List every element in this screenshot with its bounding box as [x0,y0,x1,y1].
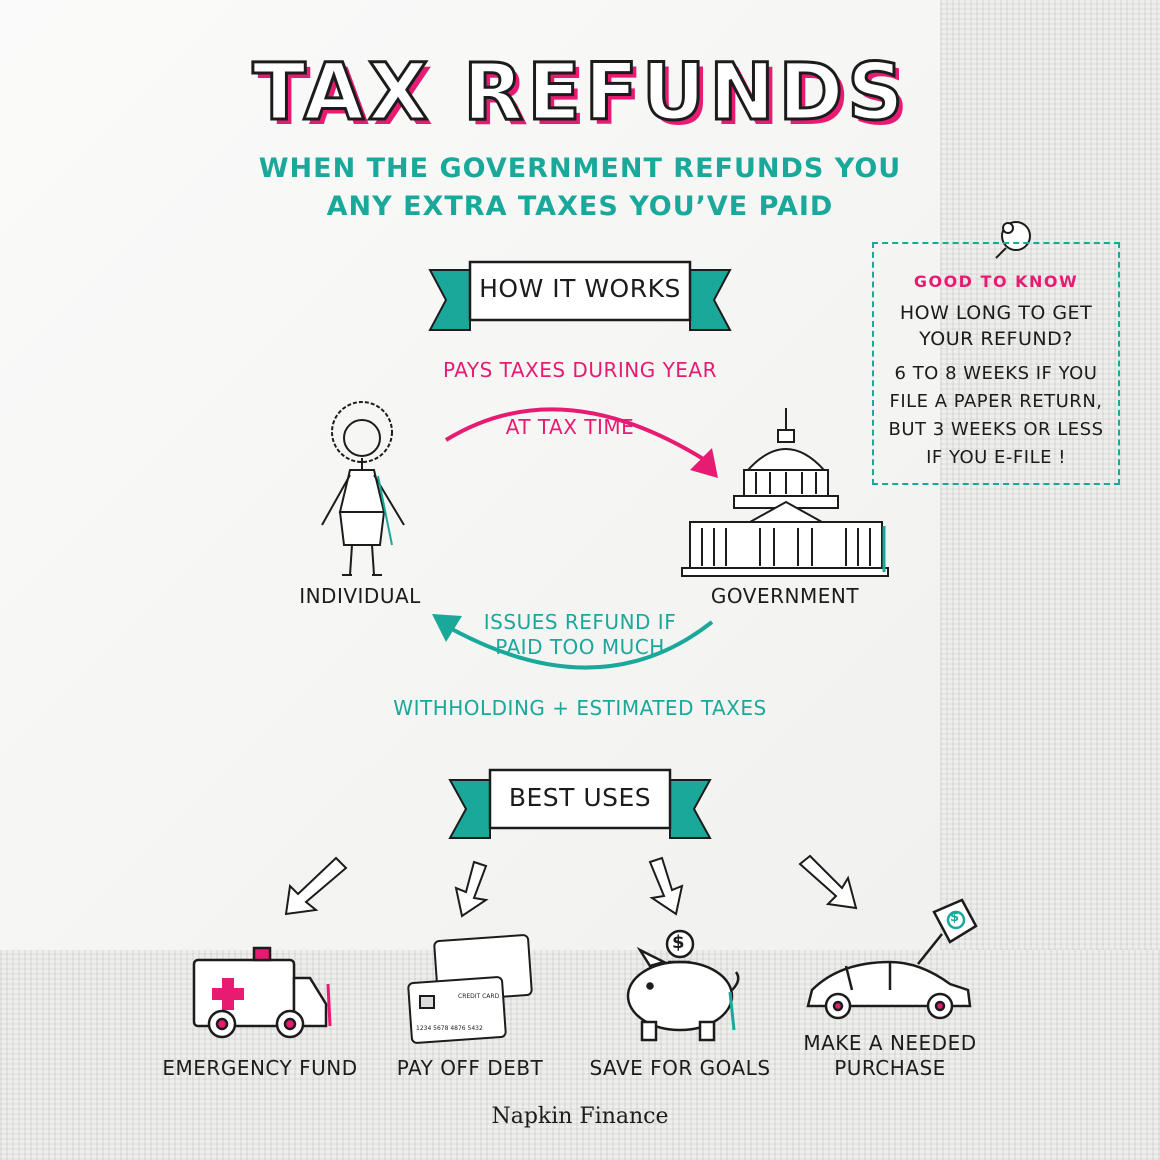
pays-taxes-arrow [444,407,718,478]
withholding-caption: WITHHOLDING + ESTIMATED TAXES [393,696,767,720]
question-line-1: HOW LONG TO GET [899,302,1093,324]
refund-arrow [432,614,714,670]
question-line-2: YOUR REFUND? [919,328,1073,350]
subtitle-line-2: ANY EXTRA TAXES YOU’VE PAID [326,191,834,222]
good-to-know-heading: GOOD TO KNOW [913,272,1079,291]
tag-dollar-symbol: $ [950,910,960,925]
answer-line-1: 6 TO 8 WEEKS IF YOU [894,363,1098,384]
individual-figure-icon [321,401,405,576]
answer-line-3: BUT 3 WEEKS OR LESS [888,419,1104,440]
refund-label-line-2: PAID TOO MUCH [495,635,665,659]
purchase-line-1: MAKE A NEEDED [803,1031,977,1055]
best-uses-banner: BEST USES [508,783,652,812]
napkin-embossed-border-bottom [0,950,1160,1160]
how-it-works-banner: HOW IT WORKS [479,274,681,303]
brand-footer: Napkin Finance [491,1104,669,1129]
good-to-know-answer: 6 TO 8 WEEKS IF YOU FILE A PAPER RETURN,… [884,360,1108,472]
down-arrow-icon [284,854,858,918]
credit-cards-icon: CREDIT CARD 1234 5678 4876 5432 [407,934,533,1044]
subtitle-line-1: WHEN THE GOVERNMENT REFUNDS YOU [258,153,902,184]
best-uses-ribbon [448,768,712,839]
individual-label: INDIVIDUAL [299,584,421,608]
answer-line-2: FILE A PAPER RETURN, [889,391,1103,412]
use-make-purchase: MAKE A NEEDED PURCHASE [790,1031,990,1081]
use-save-for-goals: SAVE FOR GOALS [589,1056,771,1080]
use-pay-off-debt: PAY OFF DEBT [396,1056,544,1080]
how-it-works-ribbon [428,260,732,331]
page-title: TAX REFUNDS [251,47,908,140]
use-emergency-fund: EMERGENCY FUND [162,1056,358,1080]
piggy-dollar-symbol: $ [672,932,685,953]
government-label: GOVERNMENT [710,584,860,608]
purchase-line-2: PURCHASE [834,1056,946,1080]
good-to-know-box [872,242,1120,485]
refund-label: ISSUES REFUND IF PAID TOO MUCH [470,610,690,660]
answer-line-4: IF YOU E-FILE ! [926,447,1066,468]
good-to-know-question: HOW LONG TO GET YOUR REFUND? [890,300,1102,352]
card-title-text: CREDIT CARD [458,993,500,1000]
refund-label-line-1: ISSUES REFUND IF [483,610,677,634]
ambulance-icon [192,946,332,1039]
piggy-bank-icon [626,929,740,1042]
pays-taxes-label: PAYS TAXES DURING YEAR [443,358,717,382]
capitol-building-icon [681,408,889,577]
at-tax-time-label: AT TAX TIME [505,415,635,439]
page-subtitle: WHEN THE GOVERNMENT REFUNDS YOU ANY EXTR… [220,150,940,226]
car-icon [806,898,978,1020]
card-number-text: 1234 5678 4876 5432 [416,1025,483,1032]
